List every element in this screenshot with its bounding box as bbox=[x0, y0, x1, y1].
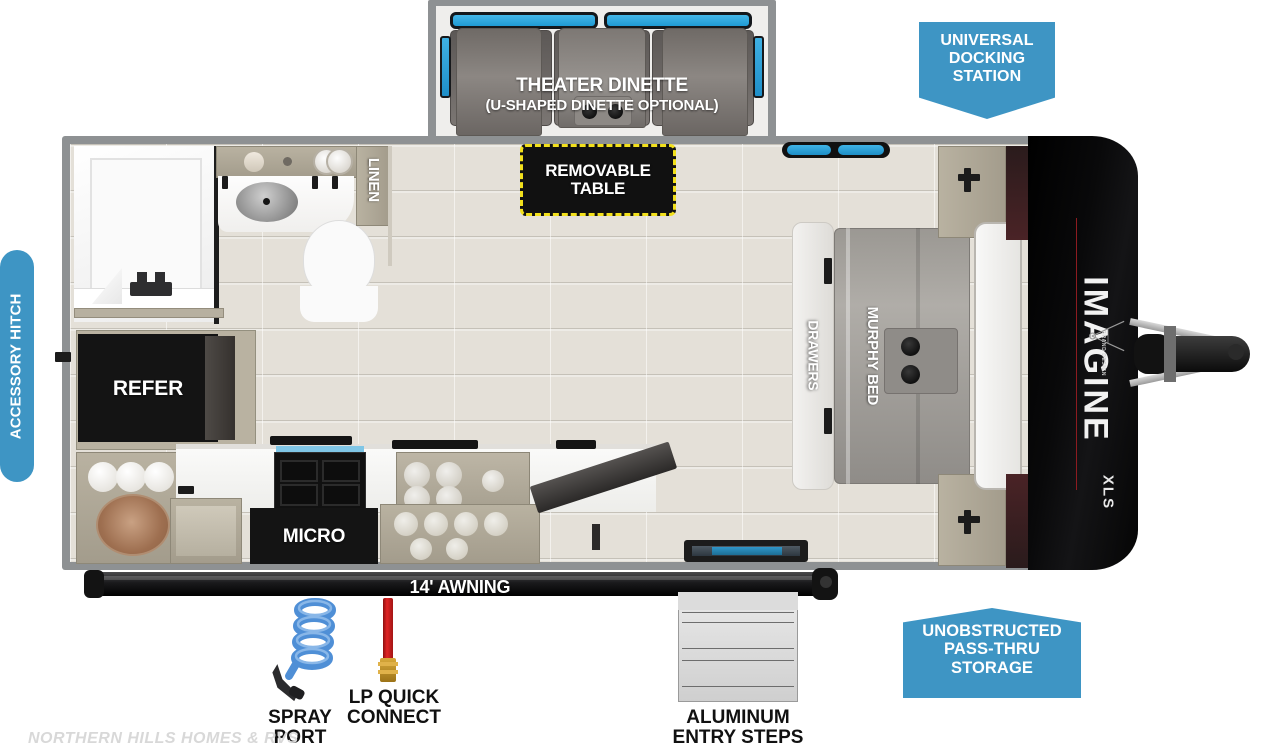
label-linen: LINEN bbox=[364, 157, 382, 202]
bed-cupholder-bottom bbox=[901, 365, 920, 384]
label-theater-dinette-sub: (U-SHAPED DINETTE OPTIONAL) bbox=[485, 97, 719, 114]
brand-series: XLS bbox=[1099, 474, 1117, 511]
badge-storage-line2: PASS-THRU bbox=[944, 640, 1040, 659]
caption-steps-line1: ALUMINUM bbox=[686, 707, 790, 728]
brand-panel: IMAGINE GRAND DESIGN XLS bbox=[1028, 136, 1138, 570]
badge-storage-line3: STORAGE bbox=[951, 658, 1033, 677]
label-refer: REFER bbox=[112, 377, 184, 400]
caption-spray-port-line2: PORT bbox=[273, 726, 327, 748]
wardrobe bbox=[974, 222, 1022, 490]
cupholder-left bbox=[582, 104, 597, 119]
badge-universal-docking-station: UNIVERSAL DOCKING STATION bbox=[919, 22, 1055, 119]
badge-accessory-hitch-label: ACCESSORY HITCH bbox=[7, 293, 25, 439]
lp-hose bbox=[383, 598, 393, 660]
aluminum-entry-steps bbox=[678, 592, 798, 702]
spray-nozzle-icon bbox=[272, 664, 305, 702]
brand-name: IMAGINE bbox=[1076, 276, 1115, 443]
window-slideout-right bbox=[604, 12, 752, 29]
exterior-hatch-latch bbox=[55, 352, 71, 362]
caption-spray-port: SPRAY PORT bbox=[240, 708, 360, 748]
label-removable-table-line2: TABLE bbox=[570, 179, 626, 198]
microwave bbox=[250, 508, 378, 564]
grand-design-logo-icon bbox=[1089, 320, 1125, 352]
cupholder-right bbox=[608, 104, 623, 119]
label-removable-table-line1: REMOVABLE bbox=[545, 161, 651, 181]
dinnerware-stack bbox=[96, 494, 170, 556]
badge-unobstructed-pass-thru-storage: UNOBSTRUCTED PASS-THRU STORAGE bbox=[903, 608, 1081, 698]
caption-steps-line2: ENTRY STEPS bbox=[672, 726, 804, 748]
label-awning: 14' AWNING bbox=[409, 577, 511, 597]
label-micro: MICRO bbox=[282, 526, 346, 547]
label-murphy-bed: MURPHY BED bbox=[863, 306, 881, 406]
spray-port-hose-icon bbox=[285, 598, 336, 680]
caption-lp-line1: LP QUICK bbox=[348, 687, 440, 708]
bed-cupholder-top bbox=[901, 337, 920, 356]
label-theater-dinette: THEATER DINETTE bbox=[516, 75, 688, 96]
badge-docking-line2: DOCKING bbox=[948, 49, 1026, 67]
badge-storage-line1: UNOBSTRUCTED bbox=[922, 622, 1062, 640]
caption-aluminum-entry-steps: ALUMINUM ENTRY STEPS bbox=[656, 708, 820, 748]
caption-spray-port-line1: SPRAY bbox=[268, 707, 332, 728]
slide-out-theater: THEATER DINETTE (U-SHAPED DINETTE OPTION… bbox=[428, 0, 776, 142]
label-drawers: DRAWERS bbox=[805, 320, 822, 391]
removable-table: REMOVABLE TABLE bbox=[520, 144, 676, 216]
window-slideout-left bbox=[450, 12, 598, 29]
caption-lp-quick-connect: LP QUICK CONNECT bbox=[326, 688, 462, 728]
caption-lp-line2: CONNECT bbox=[347, 706, 441, 728]
linen-closet bbox=[356, 146, 390, 226]
dealer-watermark: NORTHERN HILLS HOMES & RVS bbox=[28, 730, 299, 747]
badge-accessory-hitch: ACCESSORY HITCH bbox=[0, 250, 34, 482]
badge-docking-line3: STATION bbox=[952, 67, 1022, 85]
theater-seat-left bbox=[456, 28, 542, 136]
theater-seat-right bbox=[662, 28, 748, 136]
badge-docking-line1: UNIVERSAL bbox=[940, 32, 1034, 49]
refrigerator bbox=[78, 334, 218, 442]
